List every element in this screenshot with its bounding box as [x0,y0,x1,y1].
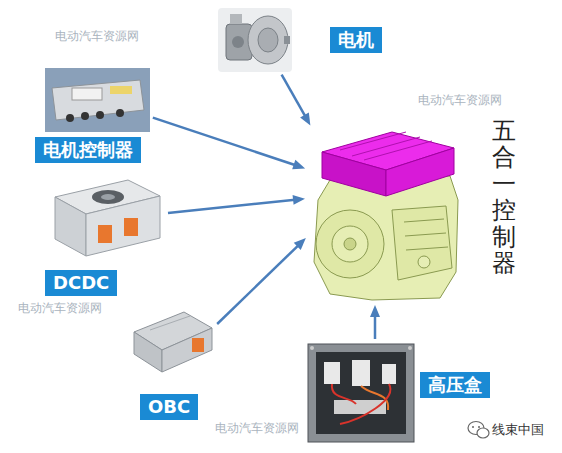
arrow-connector [153,118,305,170]
vertical-title: 五合一控制器 [492,118,516,276]
component-label: OBC [140,394,198,420]
brand-text: 线束中国 [492,421,544,439]
component-label: DCDC [45,270,117,296]
arrow-line [282,75,306,117]
arrow-connector [282,75,311,126]
hv-box-picture [308,344,414,442]
component-group: 电机控制器 [45,68,150,132]
arrow-head [292,160,305,169]
arrow-connector [168,195,305,213]
arrow-line [374,315,377,339]
arrow-head [294,238,306,250]
component-label: 电机 [330,27,382,53]
controller-picture [45,68,150,132]
component-group: DCDC [40,175,165,265]
motor-picture [218,8,292,72]
five-in-one-picture [314,132,458,300]
arrow-connector [217,238,306,324]
watermark: 电动汽车资源网 [18,300,102,317]
arrow-head [370,305,380,317]
arrow-line [168,200,295,213]
arrow-head [293,195,305,205]
wechat-icon [468,422,489,439]
arrow-head [300,112,310,125]
component-label: 电机控制器 [35,137,141,163]
obc-picture [134,312,212,372]
arrow-line [217,245,299,324]
arrow-connector [370,305,380,339]
watermark: 电动汽车资源网 [55,28,139,45]
watermark: 电动汽车资源网 [418,92,502,109]
component-label: 高压盒 [420,372,490,398]
arrow-line [153,118,296,166]
component-group: 高压盒 [303,342,418,446]
component-group: 五合一控制器 [308,128,460,302]
watermark: 电动汽车资源网 [215,420,299,437]
dcdc-picture [55,180,160,256]
component-group: OBC [128,308,215,378]
component-group: 电机 [218,8,292,72]
